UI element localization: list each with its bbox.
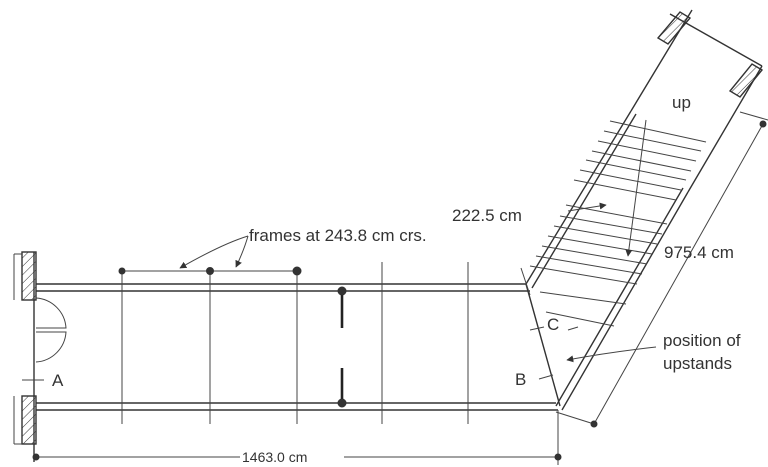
door-swing: [35, 297, 67, 363]
diagonal-dimension: [555, 111, 768, 428]
horiz-length-label: 1463.0 cm: [242, 449, 307, 465]
upstands-label-line1: position of: [663, 331, 741, 350]
diag-length-label: 975.4 cm: [664, 243, 734, 262]
upstands-label-line2: upstands: [663, 354, 732, 373]
wall-lower-hatch: [21, 395, 37, 445]
point-a-label: A: [52, 371, 64, 390]
dim-node: [206, 267, 214, 275]
frame-lines: [121, 262, 469, 424]
central-post: [337, 286, 347, 408]
point-b-label: B: [515, 370, 526, 389]
frames-label: frames at 243.8 cm crs.: [249, 226, 427, 245]
landing-wall-right: [728, 63, 764, 98]
dim-node: [118, 267, 126, 275]
section-marks: [22, 326, 579, 381]
dim-node: [292, 266, 302, 276]
horizontal-dimension: [32, 410, 562, 465]
frames-leader: [179, 235, 249, 269]
point-c-label: C: [547, 315, 559, 334]
horizontal-deck: [36, 283, 558, 411]
frame-spacing-dimension: [118, 266, 302, 276]
landing-wall-left: [656, 11, 692, 45]
upstands-leader: [566, 346, 657, 363]
wall-upper-hatch: [21, 251, 37, 301]
width-label: 222.5 cm: [452, 206, 522, 225]
left-wall: [13, 251, 37, 462]
up-label: up: [672, 93, 691, 112]
stair-section: [520, 9, 764, 411]
